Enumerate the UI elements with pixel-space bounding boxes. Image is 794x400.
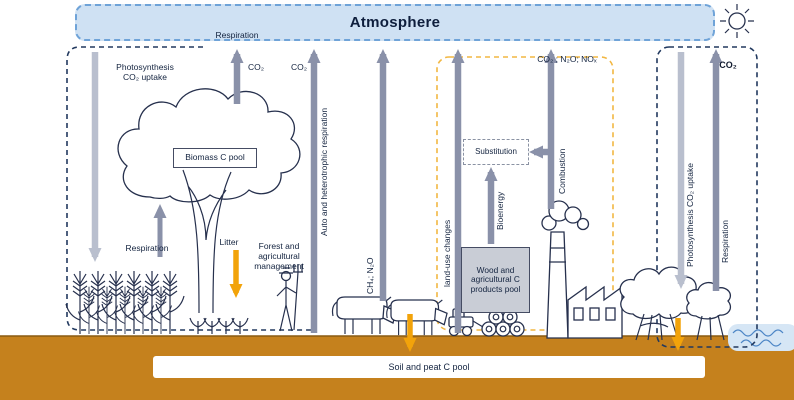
ch4-n2o-label: CH₄; N₂O [365, 257, 375, 295]
land-use-changes-label: land-use changes [442, 219, 452, 287]
substitution-box: Substitution [463, 139, 529, 165]
litter-label: Litter [219, 237, 239, 247]
farmer [276, 264, 303, 332]
left-system-boundary [66, 46, 311, 331]
co2-n2o-nox-label: CO₂ ; N₂O; NOₓ [537, 54, 597, 64]
respiration-top-label: Respiration [215, 30, 259, 40]
wood-logs [481, 309, 525, 337]
factory [546, 231, 623, 339]
crop-respiration-label: Respiration [125, 243, 169, 253]
sun-icon [720, 4, 754, 38]
photosynthesis-left-label: Photosynthesis CO₂ uptake [116, 62, 174, 83]
wood-products-pool-box: Wood and agricultural C products pool [461, 247, 530, 313]
soil-peat-pool-box: Soil and peat C pool [153, 356, 705, 378]
atmosphere-title: Atmosphere [349, 14, 441, 31]
combustion-label: Combustion [557, 148, 567, 194]
photosynthesis-right-label: Photosynthesis CO₂ uptake [685, 163, 695, 267]
forest-management-label: Forest and agricultural management [254, 241, 304, 272]
tree [117, 88, 301, 314]
tree-trunk [182, 169, 232, 314]
tree-canopy [117, 88, 301, 203]
wood-products-boundary [436, 56, 614, 331]
water [728, 324, 794, 351]
auto-heterotrophic-respiration-label: Auto and heterotrophic respiration [319, 107, 329, 237]
respiration-right-label: Respiration [720, 220, 730, 264]
pitchfork-icon [293, 264, 303, 331]
bioenergy-label: Bioenergy [495, 191, 505, 231]
atmosphere-banner: Atmosphere [75, 4, 715, 41]
co2-label-b: CO₂ [290, 62, 308, 72]
right-system-boundary [656, 46, 758, 348]
seedlings [189, 317, 249, 335]
cows [331, 296, 448, 336]
co2-label-a: CO₂ [247, 62, 265, 72]
biomass-pool-box: Biomass C pool [173, 148, 257, 168]
crops [65, 270, 185, 335]
co2-right-label: CO₂ [719, 60, 737, 70]
